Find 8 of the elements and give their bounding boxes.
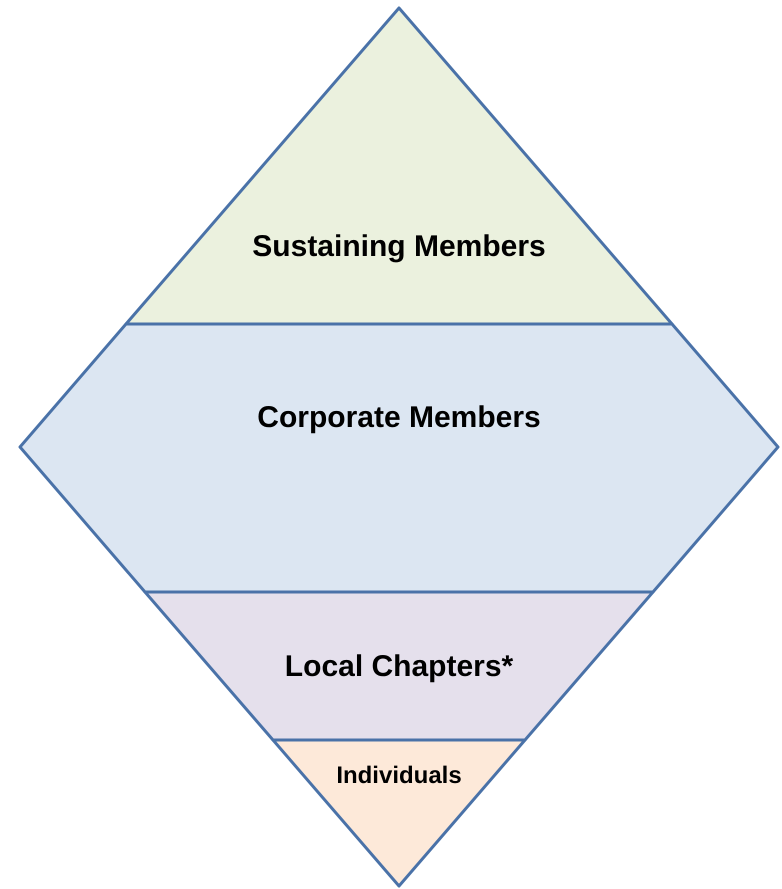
pyramid-band — [272, 738, 526, 888]
pyramid-band — [124, 6, 674, 326]
band-label: Local Chapters* — [284, 650, 514, 684]
band-label: Corporate Members — [257, 401, 541, 435]
band-label: Sustaining Members — [252, 230, 546, 264]
band-label: Individuals — [336, 762, 462, 790]
pyramid-band — [144, 590, 654, 742]
pyramid-band — [18, 322, 780, 594]
